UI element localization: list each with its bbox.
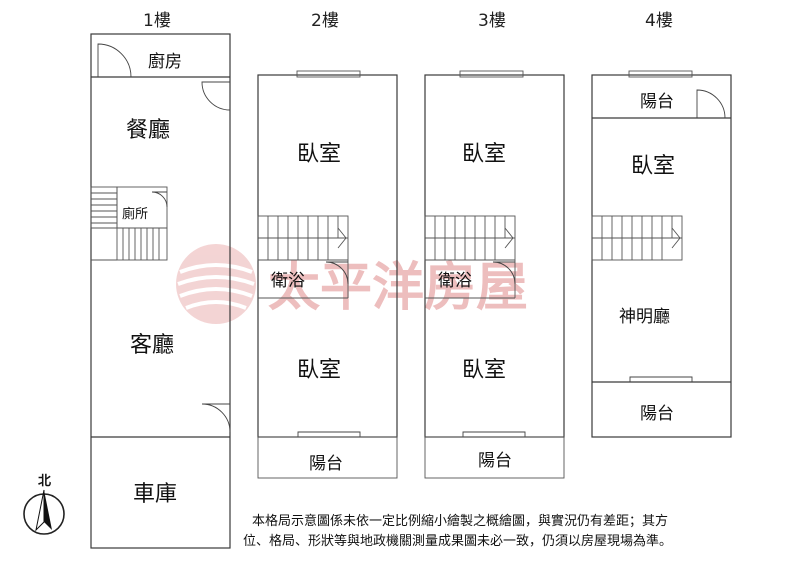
stairs-1f-icon [90,186,168,261]
compass-north-label: 北 [38,474,51,489]
floor-4-outline [591,74,732,438]
kitchen-door-icon [97,43,132,78]
room-dining: 餐廳 [126,118,170,143]
floor-2: 2樓 臥室 衛浴 臥室 陽台 [257,11,398,479]
watermark: 太平洋房屋 [176,244,528,324]
window-3f-front-icon [459,70,524,78]
floor-2-label: 2樓 [311,11,339,31]
room-3f-bedroom-front: 臥室 [462,142,506,167]
room-living: 客廳 [130,333,174,358]
door-3f-balcony-icon [462,431,526,437]
floor-1-label: 1樓 [143,11,171,31]
balcony-3f [424,436,565,479]
floor-3-label: 3樓 [478,11,506,31]
bath-3f-door-icon [492,261,516,285]
door-2f-balcony-icon [297,431,361,437]
room-toilet: 廁所 [122,206,148,222]
north-compass: 北 [23,474,65,535]
room-4f-balcony-bottom: 陽台 [640,404,674,424]
watermark-logo-icon [176,244,256,324]
room-4f-balcony-top: 陽台 [640,92,674,112]
disclaimer: 本格局示意圖係未依一定比例縮小繪製之概繪圖，與實況仍有差距；其方 位、格局、形狀… [243,513,672,549]
window-4f-front-icon [628,70,693,78]
toilet-door-icon [151,191,168,208]
room-garage: 車庫 [133,482,177,507]
disclaimer-line-2: 位、格局、形狀等與地政機關測量成果圖未必一致，仍須以房屋現場為準。 [243,533,672,549]
bath-2f-door-icon [325,261,349,285]
stairs-2f-icon [257,215,349,261]
room-4f-shrine: 神明廳 [619,307,670,327]
room-3f-bedroom-back: 臥室 [462,358,506,383]
floor-4: 4樓 陽台 臥室 神明廳 陽台 [591,11,732,438]
room-2f-bedroom-back: 臥室 [297,358,341,383]
floor-1: 1樓 廚房 餐廳 廁所 客廳 車庫 [90,11,231,549]
door-4f-balcony-icon [629,376,693,382]
watermark-text: 太平洋房屋 [268,257,528,318]
room-2f-balcony: 陽台 [309,454,343,474]
room-2f-bedroom-front: 臥室 [297,142,341,167]
room-3f-balcony: 陽台 [478,451,512,471]
floor-1-outline [90,33,231,549]
room-3f-bath: 衛浴 [438,271,472,291]
stairs-3f-icon [424,215,516,261]
stairs-4f-icon [591,215,683,261]
room-kitchen: 廚房 [148,51,182,72]
window-2f-front-icon [296,70,361,78]
balcony-4f-door-icon [696,89,726,119]
compass-needle-icon [44,490,52,530]
balcony-2f [257,436,398,479]
living-door-icon [201,403,231,433]
room-2f-bath: 衛浴 [271,271,305,291]
room-4f-bedroom: 臥室 [631,154,675,179]
floor-3: 3樓 臥室 衛浴 臥室 陽台 [424,11,565,479]
floor-4-label: 4樓 [645,11,673,31]
dining-door-icon [201,81,231,111]
disclaimer-line-1: 本格局示意圖係未依一定比例縮小繪製之概繪圖，與實況仍有差距；其方 [252,513,668,529]
